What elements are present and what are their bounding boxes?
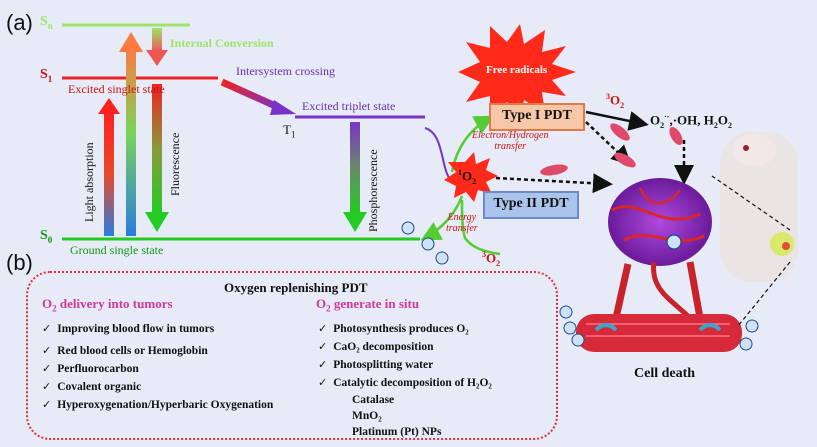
- triplet-o2-top-label: 3O2: [606, 92, 625, 110]
- singlet-o2-label: 1O2: [458, 168, 477, 186]
- panel-b-label: (b): [6, 250, 33, 275]
- list-item: ✓Perfluorocarbon: [42, 362, 139, 375]
- tumor-illustration: [608, 178, 712, 320]
- list-item: ✓CaO₂ decomposition: [318, 340, 434, 353]
- ps-particle: [610, 123, 630, 141]
- type2-pdt-label: Type II PDT: [493, 196, 569, 211]
- energy-transfer-arrow: [420, 195, 464, 241]
- s0-label: S0: [40, 228, 53, 245]
- mouse-illustration: [720, 132, 798, 282]
- phosphorescence-label: Phosphorescence: [366, 149, 380, 232]
- o2-bubbles: [401, 221, 759, 351]
- light-absorption-label: Light absorption: [82, 142, 96, 222]
- list-item: ✓Covalent organic: [42, 380, 142, 393]
- sub-list-item: MnO₂: [352, 410, 382, 422]
- cell-death-label: Cell death: [634, 366, 696, 381]
- excited-triplet-label: Excited triplet state: [302, 99, 396, 113]
- isc-label: Intersystem crossing: [236, 64, 335, 78]
- left-heading: O2 delivery into tumors: [42, 296, 173, 314]
- absorption-arrow-long: [119, 32, 143, 236]
- free-radicals-label: Free radicals: [486, 64, 548, 76]
- list-item: ✓Catalytic decomposition of H₂O₂: [318, 376, 492, 389]
- ps-particle: [669, 126, 683, 146]
- ps-particle: [614, 152, 636, 168]
- isc-arrow: [220, 78, 296, 115]
- sub-list-item: Platinum (Pt) NPs: [352, 426, 442, 438]
- internal-conversion-label: Internal Conversion: [170, 36, 274, 50]
- triplet-o2-label: 3O2: [482, 250, 501, 268]
- list-item: ✓Hyperoxygenation/Hyperbaric Oxygenation: [42, 398, 274, 411]
- fluorescence-arrow: [145, 84, 169, 232]
- singlet-o2-burst: [444, 152, 498, 202]
- type1-pdt-label: Type I PDT: [502, 108, 572, 123]
- sub-list-item: Catalase: [352, 394, 395, 406]
- box-title: Oxygen replenishing PDT: [224, 280, 368, 295]
- o2-to-tumor-arrow: [495, 173, 613, 194]
- ps-particle: [540, 164, 568, 176]
- fluorescence-label: Fluorescence: [168, 132, 182, 196]
- ground-singlet-label: Ground single state: [70, 243, 164, 257]
- internal-conversion-arrow: [146, 28, 168, 66]
- blood-vessel: [576, 314, 742, 352]
- absorption-arrow-short: [98, 98, 120, 236]
- oxygen-replenishing-box: [26, 271, 558, 440]
- list-item: ✓Photosplitting water: [318, 358, 434, 371]
- zoom-line: [711, 175, 791, 231]
- t1-label: T1: [283, 122, 296, 140]
- panel-a-label: (a): [6, 10, 33, 35]
- list-item: ✓Red blood cells or Hemoglobin: [42, 344, 208, 357]
- s1-label: S1: [40, 67, 53, 84]
- type1-to-tumor-arrow: [585, 121, 632, 166]
- excited-singlet-label: Excited singlet state: [68, 82, 165, 96]
- type2-box: [483, 191, 579, 219]
- ros-label: O2·-,·OH, H2O2: [650, 112, 733, 130]
- free-radicals-burst: [458, 24, 576, 120]
- right-heading: O2 generate in situ: [316, 296, 420, 314]
- type1-box: [489, 103, 585, 131]
- triplet-o2-curve: [460, 199, 501, 256]
- sn-label: Sn: [40, 14, 53, 31]
- type1-to-ros-arrow: [585, 110, 649, 131]
- list-item: ✓Improving blood flow in tumors: [42, 322, 215, 335]
- t1-to-o2-curve: [424, 127, 453, 183]
- phosphorescence-arrow: [343, 122, 367, 232]
- list-item: ✓Photosynthesis produces O₂: [318, 322, 469, 335]
